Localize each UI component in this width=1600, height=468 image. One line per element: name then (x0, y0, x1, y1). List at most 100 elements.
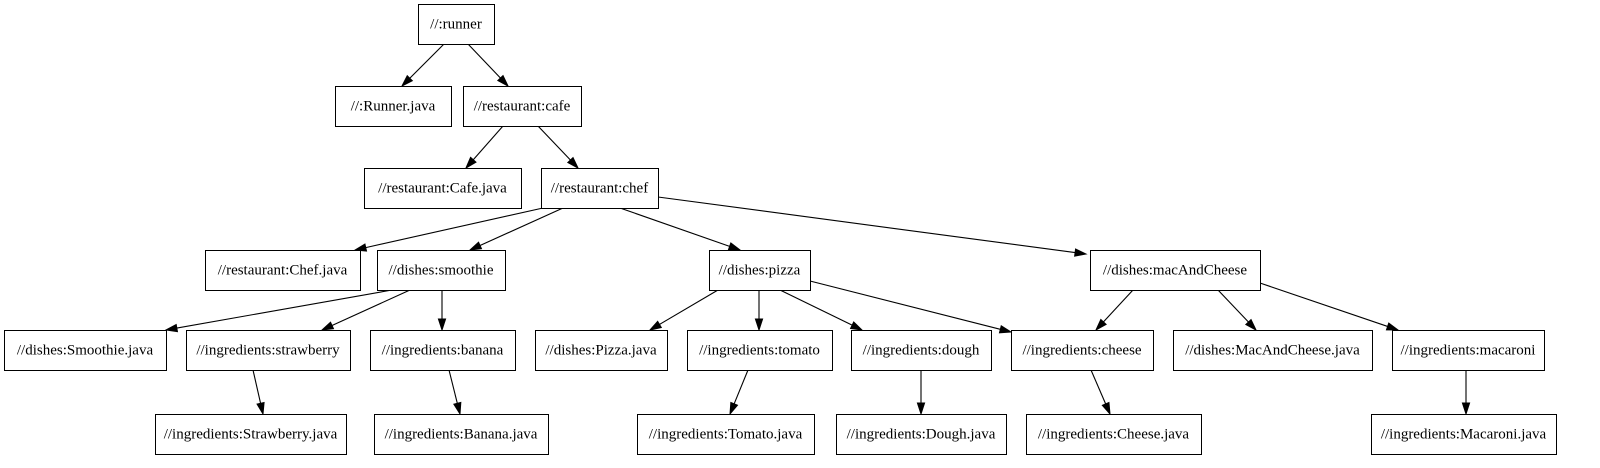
node-label: //restaurant:Cafe.java (378, 180, 507, 196)
node-box[interactable] (1371, 414, 1557, 455)
arrowhead-icon (400, 74, 414, 88)
arrowhead-icon (916, 402, 926, 416)
node-box[interactable] (370, 330, 516, 371)
node-label: //restaurant:chef (551, 180, 648, 196)
edge-line (1103, 289, 1134, 323)
node-runner_java[interactable]: //:Runner.java (335, 86, 452, 127)
node-tomato[interactable]: //ingredients:tomato (687, 330, 833, 371)
node-box[interactable] (374, 414, 549, 455)
node-label: //ingredients:Banana.java (385, 426, 538, 442)
node-label: //ingredients:banana (382, 342, 504, 358)
edge-line (409, 43, 445, 79)
edge-smoothie-to-smoothie_java (164, 289, 393, 333)
edge-line (252, 369, 262, 404)
edge-line (472, 125, 504, 161)
node-cafe[interactable]: //restaurant:cafe (463, 86, 582, 127)
node-cheese[interactable]: //ingredients:cheese (1011, 330, 1154, 371)
edge-pizza-to-cheese (809, 280, 1013, 334)
edge-cheese-to-cheese_java (1090, 369, 1111, 416)
node-box[interactable] (205, 250, 361, 291)
edge-line (365, 207, 544, 249)
node-label: //dishes:pizza (719, 262, 801, 278)
edge-cafe-to-cafe_java (464, 125, 504, 170)
edge-line (619, 207, 730, 247)
node-box[interactable] (418, 4, 495, 45)
edge-line (1217, 289, 1249, 323)
node-box[interactable] (4, 330, 167, 371)
node-macaroni[interactable]: //ingredients:macaroni (1392, 330, 1545, 371)
node-label: //restaurant:cafe (474, 98, 571, 114)
node-box[interactable] (1392, 330, 1545, 371)
node-label: //ingredients:dough (863, 342, 980, 358)
edge-strawberry-to-strawberry_java (252, 369, 265, 416)
edge-line (779, 289, 853, 326)
arrowhead-icon (727, 242, 742, 251)
node-label: //ingredients:strawberry (196, 342, 340, 358)
edge-macAndCheese-to-macaroni (1259, 282, 1400, 331)
node-pizza[interactable]: //dishes:pizza (709, 250, 811, 291)
node-macandcheese_java[interactable]: //dishes:MacAndCheese.java (1173, 330, 1373, 371)
node-strawberry_java[interactable]: //ingredients:Strawberry.java (155, 414, 347, 455)
node-box[interactable] (687, 330, 833, 371)
node-dough_java[interactable]: //ingredients:Dough.java (836, 414, 1007, 455)
node-box[interactable] (836, 414, 1007, 455)
node-box[interactable] (541, 168, 659, 209)
node-chef[interactable]: //restaurant:chef (541, 168, 659, 209)
edges-layer (164, 43, 1471, 416)
edge-pizza-to-tomato (754, 290, 764, 332)
node-box[interactable] (1026, 414, 1202, 455)
node-banana[interactable]: //ingredients:banana (370, 330, 516, 371)
node-box[interactable] (637, 414, 815, 455)
node-runner[interactable]: //:runner (418, 4, 495, 45)
node-strawberry[interactable]: //ingredients:strawberry (186, 330, 351, 371)
arrowhead-icon (1461, 402, 1471, 416)
node-label: //dishes:Pizza.java (545, 342, 657, 358)
edge-runner-to-runner_java (400, 43, 445, 88)
arrowhead-icon (1244, 318, 1258, 332)
arrowhead-icon (754, 318, 764, 332)
node-box[interactable] (335, 86, 452, 127)
node-tomato_java[interactable]: //ingredients:Tomato.java (637, 414, 815, 455)
arrowhead-icon (453, 401, 462, 416)
node-pizza_java[interactable]: //dishes:Pizza.java (535, 330, 668, 371)
arrowhead-icon (464, 156, 477, 170)
edge-line (537, 125, 571, 161)
node-label: //dishes:macAndCheese (1103, 262, 1247, 278)
edge-line (479, 207, 564, 246)
node-cheese_java[interactable]: //ingredients:Cheese.java (1026, 414, 1202, 455)
node-box[interactable] (1173, 330, 1373, 371)
node-box[interactable] (851, 330, 992, 371)
node-banana_java[interactable]: //ingredients:Banana.java (374, 414, 549, 455)
arrowhead-icon (648, 320, 663, 331)
node-box[interactable] (155, 414, 347, 455)
node-box[interactable] (1090, 250, 1261, 291)
nodes-layer: //:runner //:Runner.java //restaurant:cafe… (4, 4, 1557, 455)
node-label: //dishes:Smoothie.java (17, 342, 154, 358)
node-box[interactable] (709, 250, 811, 291)
node-box[interactable] (186, 330, 351, 371)
node-box[interactable] (377, 250, 506, 291)
node-box[interactable] (364, 168, 522, 209)
arrowhead-icon (164, 323, 179, 333)
node-macAndCheese[interactable]: //dishes:macAndCheese (1090, 250, 1261, 291)
arrowhead-icon (256, 401, 265, 416)
node-label: //restaurant:Chef.java (218, 262, 348, 278)
node-smoothie_java[interactable]: //dishes:Smoothie.java (4, 330, 167, 371)
edge-pizza-to-pizza_java (648, 289, 719, 331)
arrowhead-icon (468, 241, 483, 251)
node-smoothie[interactable]: //dishes:smoothie (377, 250, 506, 291)
arrowhead-icon (320, 321, 335, 331)
node-box[interactable] (463, 86, 582, 127)
node-box[interactable] (535, 330, 668, 371)
node-macaroni_java[interactable]: //ingredients:Macaroni.java (1371, 414, 1557, 455)
node-dough[interactable]: //ingredients:dough (851, 330, 992, 371)
node-cafe_java[interactable]: //restaurant:Cafe.java (364, 168, 522, 209)
node-box[interactable] (1011, 330, 1154, 371)
node-label: //ingredients:Tomato.java (649, 426, 803, 442)
node-chef_java[interactable]: //restaurant:Chef.java (205, 250, 361, 291)
node-label: //ingredients:tomato (699, 342, 820, 358)
edge-chef-to-pizza (619, 207, 742, 251)
edge-line (659, 289, 719, 325)
